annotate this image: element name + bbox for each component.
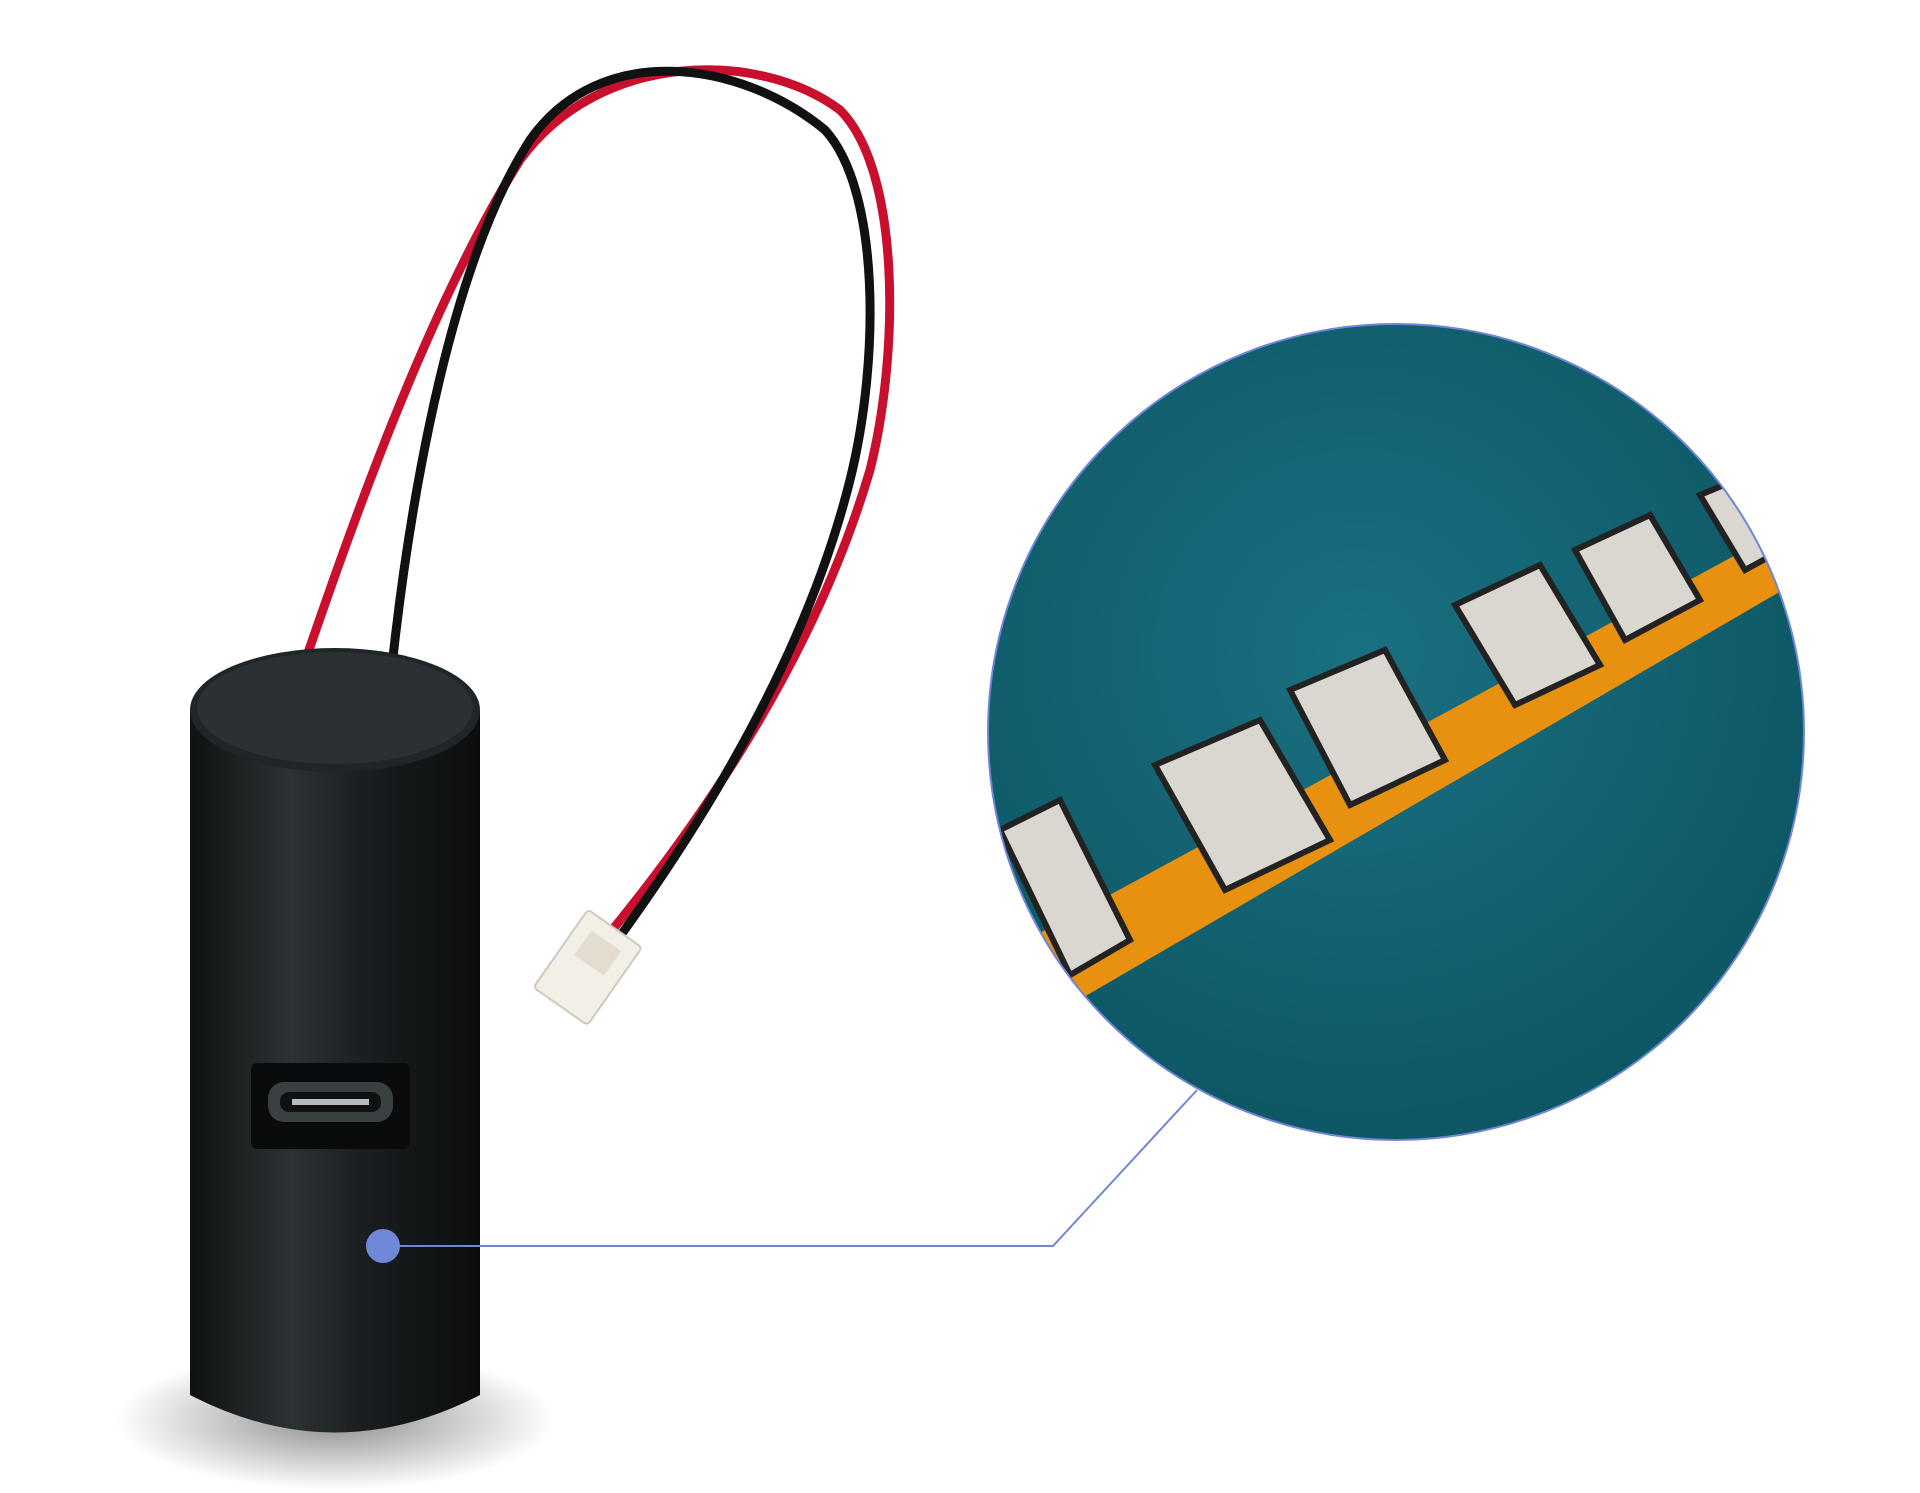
jst-connector bbox=[534, 910, 642, 1025]
zoom-detail-circle bbox=[987, 323, 1805, 1141]
callout-line bbox=[383, 1089, 1198, 1247]
callout-dot-icon bbox=[366, 1229, 400, 1263]
wires bbox=[285, 65, 895, 955]
battery-cylinder bbox=[190, 648, 480, 1433]
micro-usb-port-icon bbox=[251, 1063, 410, 1149]
